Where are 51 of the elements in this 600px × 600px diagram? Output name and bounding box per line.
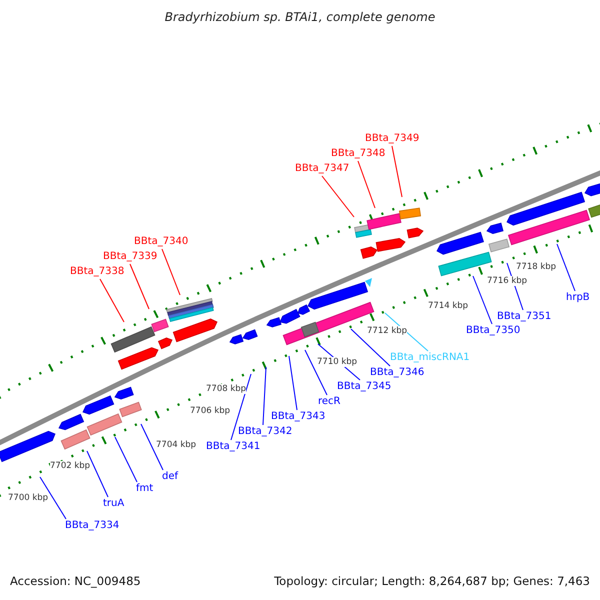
accession-text: Accession: NC_009485 — [10, 574, 141, 588]
gene-label: BBta_7343 — [271, 411, 326, 423]
gene-label: BBta_7338 — [70, 266, 124, 278]
leader-line — [230, 374, 252, 440]
scale-label: 7714 kbp — [428, 301, 468, 311]
gene-label: BBta_7341 — [206, 441, 260, 453]
gene-label: hrpB — [566, 292, 590, 304]
leader-line — [262, 366, 266, 426]
leader-line — [130, 264, 150, 310]
gene-label: BBta_7351 — [497, 311, 552, 323]
scale-label: 7710 kbp — [317, 357, 358, 367]
leader-line — [140, 424, 164, 470]
gene-label: fmt — [136, 483, 154, 495]
leader-line — [392, 146, 402, 198]
gene-label: BBta_7347 — [295, 163, 350, 175]
scale-label: 7702 kbp — [50, 461, 90, 471]
gene-label: BBta_7342 — [238, 426, 292, 438]
leader-line — [304, 350, 328, 396]
leader-line — [162, 248, 180, 296]
scale-label: 7712 kbp — [367, 326, 408, 336]
leader-line — [322, 176, 354, 218]
gene-label: BBta_7340 — [134, 236, 188, 248]
scale-label: 7718 kbp — [516, 262, 556, 272]
gene-label: BBta_7349 — [365, 133, 420, 145]
scale-label: 7716 kbp — [487, 276, 528, 286]
gene-label: def — [162, 471, 178, 483]
gene-label: BBta_7350 — [466, 325, 520, 337]
genome-info-text: Topology: circular; Length: 8,264,687 bp; Genes: 7,463 — [274, 574, 590, 588]
leader-line — [384, 312, 428, 352]
gene-label: BBta_miscRNA1 — [390, 352, 470, 364]
gene-label: truA — [103, 498, 124, 510]
chart-title: Bradyrhizobium sp. BTAi1, complete genome — [164, 10, 436, 24]
gene-label: BBta_7334 — [65, 520, 120, 532]
gene-label: BBta_7345 — [337, 381, 392, 393]
leader-line — [40, 476, 66, 520]
leader-line — [350, 328, 390, 366]
gene-label: BBta_7339 — [103, 251, 158, 263]
gene-label: BBta_7346 — [370, 367, 424, 379]
scale-label: 7704 kbp — [156, 440, 196, 450]
leader-line — [288, 356, 298, 410]
leader-line — [114, 436, 138, 482]
scale-label: 7700 kbp — [8, 493, 48, 503]
gene-label: recR — [318, 396, 340, 408]
leader-line — [100, 278, 124, 322]
leader-line — [86, 450, 108, 498]
leader-line — [556, 244, 576, 292]
gene-label: BBta_7348 — [331, 148, 386, 160]
leader-line — [358, 160, 376, 208]
leader-line — [472, 276, 492, 324]
scale-label: 7708 kbp — [206, 384, 246, 394]
scale-label: 7706 kbp — [190, 406, 230, 416]
